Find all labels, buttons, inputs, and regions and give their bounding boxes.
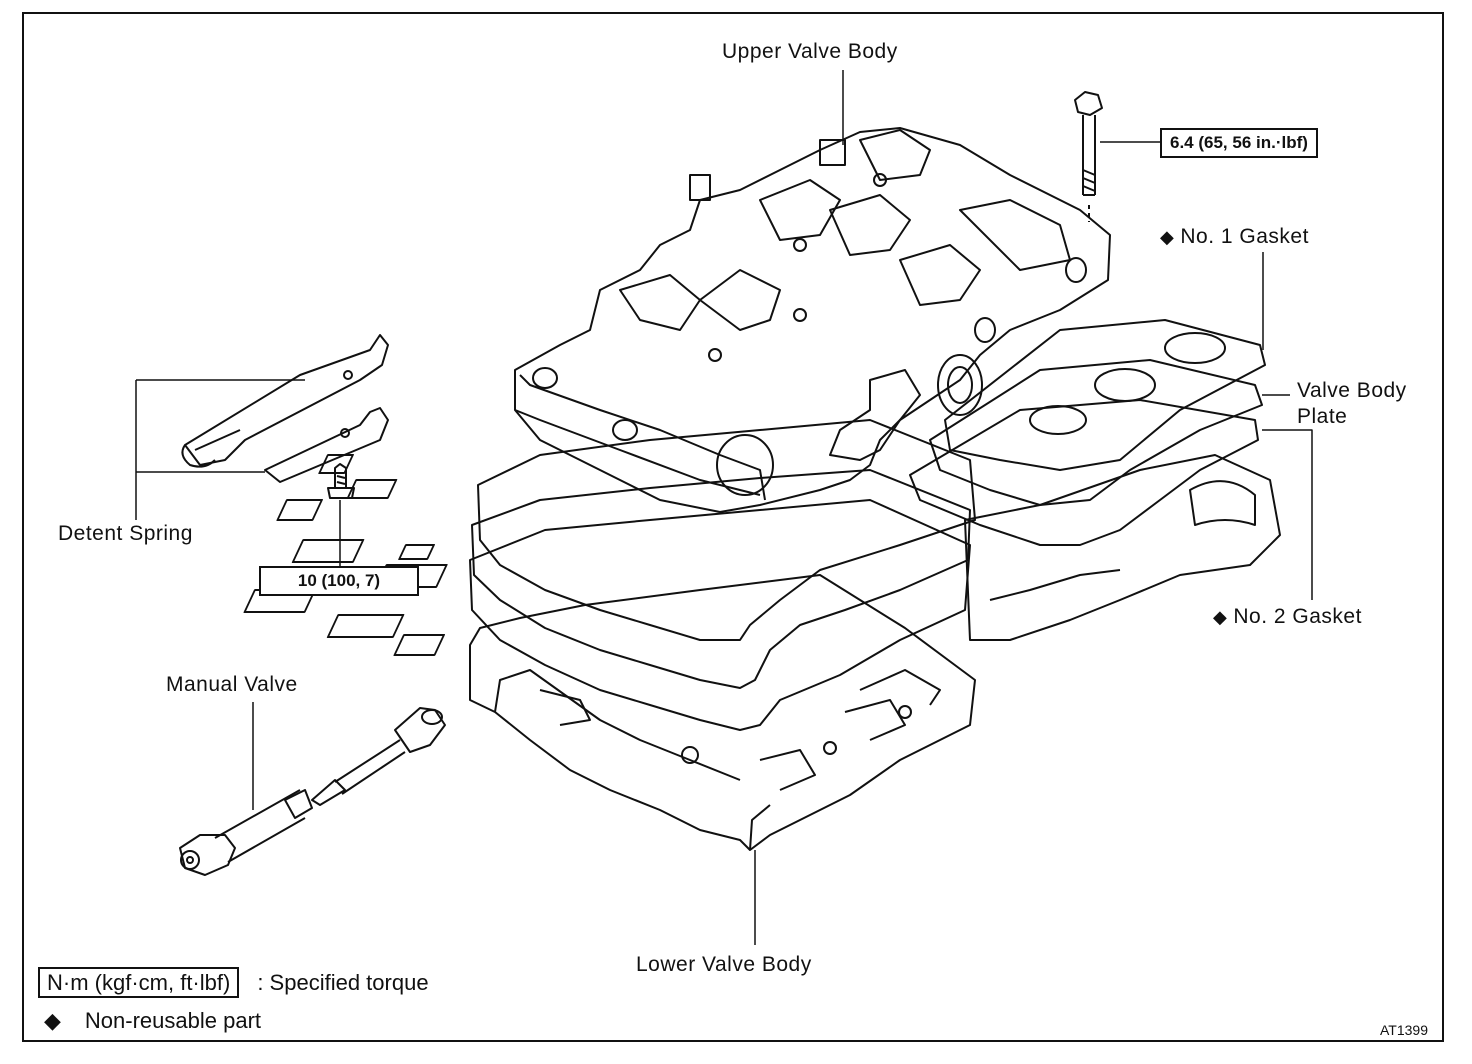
lower-valve-body-part bbox=[469, 574, 976, 851]
no2-gasket-part bbox=[243, 499, 971, 731]
non-reusable-diamond-icon: ◆ bbox=[1160, 227, 1175, 247]
figure-code: AT1399 bbox=[1380, 1022, 1428, 1038]
right-gasket-sheets-part bbox=[909, 319, 1266, 546]
detent-bolt-torque-box: 10 (100, 7) bbox=[259, 566, 419, 596]
diagram-frame bbox=[22, 12, 1444, 1042]
legend-torque-row: N·m (kgf·cm, ft·lbf) : Specified torque bbox=[38, 967, 429, 998]
no1-gasket-text: No. 1 Gasket bbox=[1180, 225, 1309, 248]
non-reusable-diamond-icon: ◆ bbox=[1213, 607, 1228, 627]
detent-bolt-part bbox=[327, 463, 355, 499]
legend-torque-box: N·m (kgf·cm, ft·lbf) bbox=[38, 967, 240, 998]
lower-valve-body-label: Lower Valve Body bbox=[636, 953, 812, 976]
valve-body-plate-label-line1: Valve Body bbox=[1297, 379, 1407, 402]
manual-valve-part bbox=[179, 707, 446, 876]
legend-nonreusable-row: ◆ Non-reusable part bbox=[38, 1008, 261, 1034]
upper-bolt-torque-box: 6.4 (65, 56 in.·lbf) bbox=[1160, 128, 1318, 158]
manual-valve-label: Manual Valve bbox=[166, 673, 298, 696]
legend-diamond-icon: ◆ bbox=[44, 1008, 61, 1033]
detent-spring-part bbox=[181, 334, 389, 483]
upper-valve-body-part bbox=[514, 127, 1111, 513]
valve-body-plate-label-line2: Plate bbox=[1297, 405, 1348, 428]
no2-gasket-label: ◆No. 2 Gasket bbox=[1213, 605, 1362, 629]
upper-bolt-part bbox=[1074, 91, 1103, 222]
leader-lines bbox=[135, 70, 1313, 945]
detent-spring-label: Detent Spring bbox=[58, 522, 193, 545]
legend-torque-text: : Specified torque bbox=[257, 970, 429, 995]
upper-valve-body-label: Upper Valve Body bbox=[722, 40, 898, 63]
no1-gasket-label: ◆No. 1 Gasket bbox=[1160, 225, 1309, 249]
no2-gasket-text: No. 2 Gasket bbox=[1233, 605, 1362, 628]
right-lower-body-part bbox=[964, 454, 1281, 641]
legend-nonreusable-text: Non-reusable part bbox=[84, 1008, 262, 1033]
